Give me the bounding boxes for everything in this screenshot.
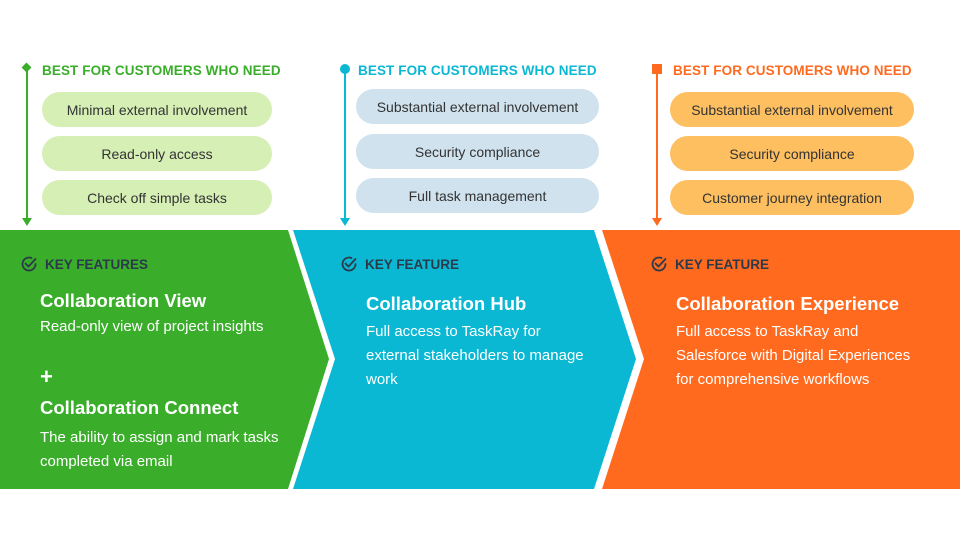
- key-features-text-1: KEY FEATURES: [45, 256, 149, 272]
- needs-heading-1: BEST FOR CUSTOMERS WHO NEED: [42, 63, 281, 78]
- product-title-hub: Collaboration Hub: [366, 293, 527, 314]
- product-title-view: Collaboration View: [40, 290, 207, 311]
- need-pill-1-2: Read-only access: [42, 136, 272, 171]
- need-pill-3-1: Substantial external involvement: [670, 92, 914, 127]
- product-desc-connect: The ability to assign and mark tasks com…: [40, 429, 279, 470]
- product-title-connect: Collaboration Connect: [40, 397, 239, 418]
- need-pill-2-3: Full task management: [356, 178, 599, 213]
- key-feature-label-3: KEY FEATURE: [650, 255, 769, 273]
- arrow-down-icon-1: [22, 218, 32, 226]
- plus-joiner: +: [40, 364, 53, 389]
- need-pill-3-3: Customer journey integration: [670, 180, 914, 215]
- product-title-experience: Collaboration Experience: [676, 293, 900, 314]
- check-circle-icon: [651, 256, 667, 272]
- arrow-down-icon-2: [340, 218, 350, 226]
- banner-shape-1: [0, 230, 329, 489]
- feature-banner-3: [600, 230, 960, 489]
- connector-line-1: [26, 70, 28, 220]
- banner-shape-3: [602, 230, 960, 489]
- need-pill-2-2: Security compliance: [356, 134, 599, 169]
- need-pill-2-1: Substantial external involvement: [356, 89, 599, 124]
- circle-marker-2: [340, 64, 350, 74]
- banner-shape-2: [293, 230, 636, 489]
- key-features-label-1: KEY FEATURES: [20, 255, 148, 273]
- key-feature-text-3: KEY FEATURE: [675, 256, 770, 272]
- needs-heading-2: BEST FOR CUSTOMERS WHO NEED: [358, 63, 597, 78]
- feature-banner-1: [0, 230, 330, 489]
- key-feature-label-2: KEY FEATURE: [340, 255, 459, 273]
- check-circle-icon: [21, 256, 37, 272]
- need-pill-1-1: Minimal external involvement: [42, 92, 272, 127]
- need-pill-1-3: Check off simple tasks: [42, 180, 272, 215]
- connector-line-2: [344, 72, 346, 220]
- check-circle-icon: [341, 256, 357, 272]
- arrow-down-icon-3: [652, 218, 662, 226]
- connector-line-3: [656, 72, 658, 220]
- square-marker-3: [652, 64, 662, 74]
- feature-banner-2: [290, 230, 640, 489]
- product-desc-hub: Full access to TaskRay for external stak…: [366, 323, 584, 388]
- need-pill-3-2: Security compliance: [670, 136, 914, 171]
- needs-heading-3: BEST FOR CUSTOMERS WHO NEED: [673, 63, 912, 78]
- product-desc-view: Read-only view of project insights: [40, 318, 264, 335]
- key-feature-text-2: KEY FEATURE: [365, 256, 460, 272]
- product-desc-experience: Full access to TaskRay and Salesforce wi…: [676, 323, 911, 388]
